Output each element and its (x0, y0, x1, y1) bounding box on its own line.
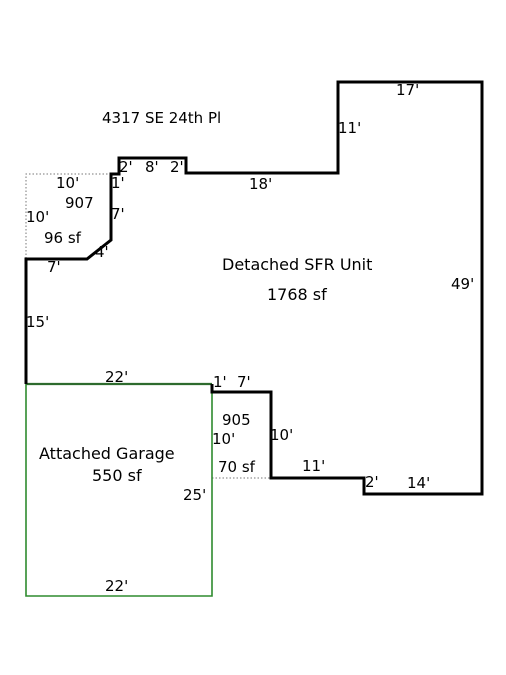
garage-outline (25, 384, 213, 597)
addition-907-code: 907 (65, 194, 94, 212)
dim-main-diag-4: 4' (95, 243, 109, 261)
dim-main-bottom-22: 22' (105, 368, 128, 386)
dim-main-bottom-7: 7' (237, 373, 251, 391)
dim-main-bottom-2: 2' (365, 473, 379, 491)
address-label: 4317 SE 24th Pl (102, 109, 221, 127)
dim-main-step-2-left: 2' (119, 158, 133, 176)
garage-area-name: Attached Garage (39, 444, 175, 463)
dim-main-notch-10: 10' (270, 426, 293, 444)
dim-main-bottom-11: 11' (302, 457, 325, 475)
dim-main-bottom-1: 1' (213, 373, 227, 391)
addition-905-size: 70 sf (218, 458, 256, 476)
garage-area-size: 550 sf (92, 466, 142, 485)
dim-main-step-2-right: 2' (170, 158, 184, 176)
dim-garage-right: 25' (183, 486, 206, 504)
addition-905-code: 905 (222, 411, 251, 429)
dim-main-step-7-horizontal: 7' (47, 258, 61, 276)
dim-main-step-18: 18' (249, 175, 272, 193)
dim-main-right: 49' (451, 275, 474, 293)
dim-garage-bottom: 22' (105, 577, 128, 595)
dim-main-step-7-vertical: 7' (111, 205, 125, 223)
dim-main-upper-left-wall: 11' (338, 119, 361, 137)
dim-addition-907-left: 10' (26, 208, 49, 226)
dim-addition-905-left: 10' (212, 430, 235, 448)
addition-907-outline (25, 173, 111, 259)
main-area-size: 1768 sf (267, 285, 327, 304)
dim-main-left-15: 15' (26, 313, 49, 331)
dim-main-step-1: 1' (111, 174, 125, 192)
main-dwelling-outline (24, 80, 484, 496)
dim-main-step-8: 8' (145, 158, 159, 176)
dim-main-top: 17' (396, 81, 419, 99)
addition-907-size: 96 sf (44, 229, 82, 247)
dim-main-bottom-14: 14' (407, 474, 430, 492)
dim-addition-907-top: 10' (56, 174, 79, 192)
main-area-name: Detached SFR Unit (222, 255, 372, 274)
